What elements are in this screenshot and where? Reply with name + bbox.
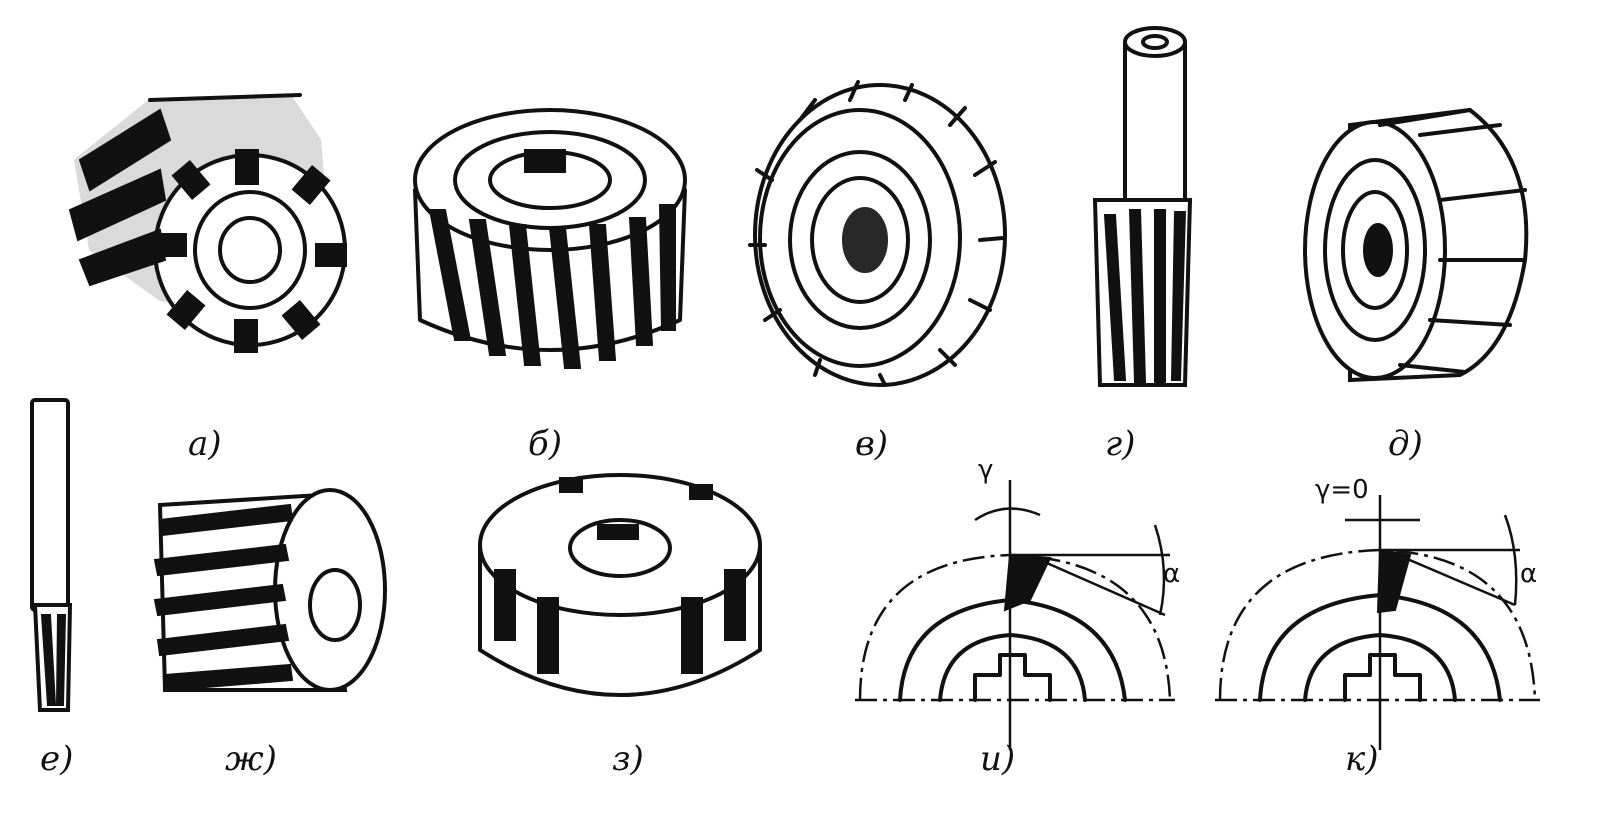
cutter-a-straight-tooth-disk (68, 93, 347, 353)
alpha-symbol-k: α (1520, 559, 1537, 589)
profile-k-zero-rake (1215, 495, 1540, 750)
cutter-v-inserted-blade-disk (748, 80, 1007, 387)
cutter-g-end-mill-shank (1092, 26, 1193, 387)
label-a: а) (188, 424, 222, 464)
label-b: б) (528, 424, 562, 464)
cutter-b-helical-with-hub (413, 108, 687, 369)
cutter-d-shell-inserted-blade (1303, 107, 1529, 383)
gamma-zero-label: γ=0 (1315, 475, 1369, 505)
label-v: в) (855, 424, 888, 464)
cutter-z-face-mill (478, 473, 762, 697)
alpha-symbol-i: α (1163, 559, 1180, 589)
gamma-symbol: γ (978, 455, 993, 485)
label-i: и) (980, 739, 1015, 779)
label-d: д) (1388, 424, 1423, 464)
cutter-zh-helical-cylinder (153, 488, 387, 692)
label-k: к) (1345, 739, 1379, 779)
label-zh: ж) (225, 739, 277, 779)
cutter-e-small-end-mill (30, 398, 73, 712)
label-e: е) (40, 739, 73, 779)
label-g: г) (1105, 424, 1135, 464)
profile-i-positive-rake (855, 480, 1175, 750)
label-z: з) (612, 739, 644, 779)
